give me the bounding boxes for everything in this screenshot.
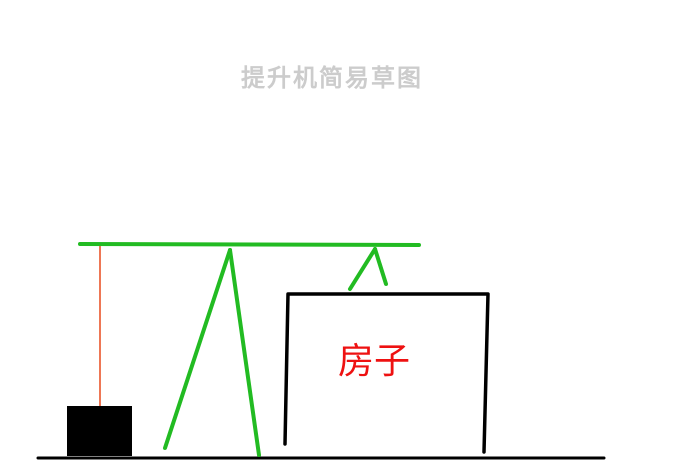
support-leg-right	[228, 248, 261, 457]
diagram-title: 提升机简易草图	[241, 64, 423, 92]
roof-support-left	[348, 247, 377, 291]
support-leg-left	[163, 248, 232, 450]
house-outline	[283, 292, 490, 454]
house-label: 房子	[338, 341, 411, 382]
lifting-beam	[78, 242, 421, 247]
roof-support-right	[373, 247, 388, 286]
load-block	[67, 406, 132, 456]
